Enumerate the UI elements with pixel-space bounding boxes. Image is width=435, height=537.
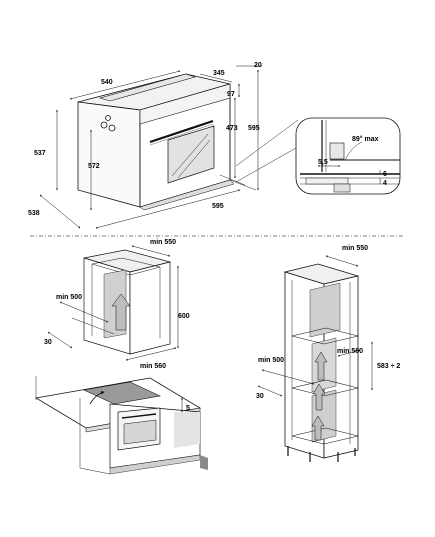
col-min-560: min 560 bbox=[337, 348, 363, 355]
dim-97: 97 bbox=[227, 91, 235, 98]
col-30: 30 bbox=[256, 393, 264, 400]
ul-30: 30 bbox=[44, 339, 52, 346]
ul-min-550: min 550 bbox=[150, 239, 176, 246]
dim-538: 538 bbox=[28, 210, 40, 217]
col-min-550: min 550 bbox=[342, 245, 368, 252]
column-installation bbox=[257, 255, 373, 462]
dim-595-height: 595 bbox=[248, 125, 260, 132]
dim-540: 540 bbox=[101, 79, 113, 86]
counter-oven-installation bbox=[34, 376, 208, 475]
oven-dimension-lines bbox=[39, 65, 262, 229]
detail-5-5: 5,5 bbox=[318, 159, 328, 166]
ul-min-500: min 500 bbox=[56, 294, 82, 301]
dim-20: 20 bbox=[254, 62, 262, 69]
dim-595-width: 595 bbox=[212, 203, 224, 210]
col-583: 583 ÷ 2 bbox=[377, 363, 400, 370]
counter-5: 5 bbox=[186, 405, 190, 412]
under-counter-installation bbox=[47, 245, 179, 361]
dim-537: 537 bbox=[34, 150, 46, 157]
detail-4: 4 bbox=[383, 180, 387, 187]
hinge-detail bbox=[235, 117, 401, 195]
oven-drawing bbox=[77, 73, 235, 211]
detail-angle: 89° max bbox=[352, 135, 379, 143]
detail-6: 6 bbox=[383, 171, 387, 178]
dim-572: 572 bbox=[88, 163, 100, 170]
ul-min-560: min 560 bbox=[140, 363, 166, 370]
col-min-500: min 500 bbox=[258, 357, 284, 364]
dim-345: 345 bbox=[213, 70, 225, 77]
oven-dimension-view: 540 345 20 97 537 572 473 595 538 595 bbox=[28, 62, 401, 229]
dim-473: 473 bbox=[226, 125, 238, 132]
ul-600: 600 bbox=[178, 313, 190, 320]
